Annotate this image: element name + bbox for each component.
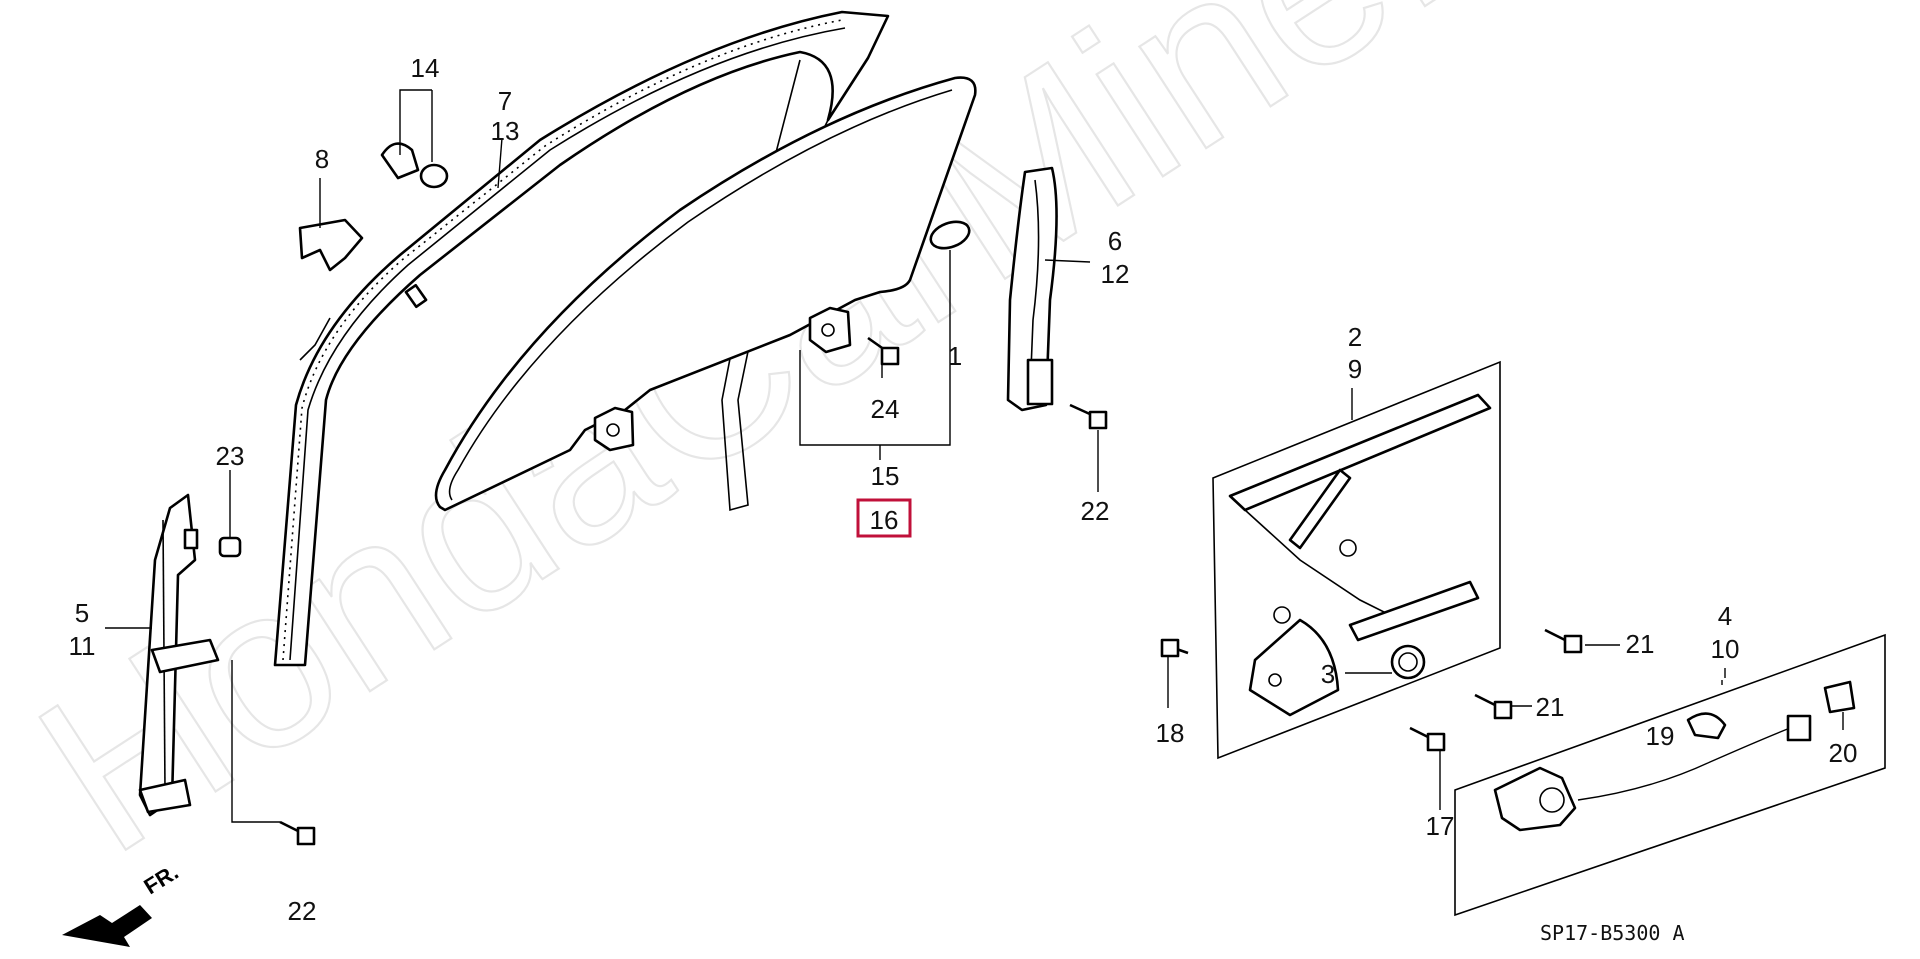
callout-8[interactable]: 8 xyxy=(315,144,329,174)
callout-22-lower[interactable]: 22 xyxy=(288,896,317,926)
callout-22-upper[interactable]: 22 xyxy=(1081,496,1110,526)
callout-21-lower[interactable]: 21 xyxy=(1536,692,1565,722)
bolt-illustrations xyxy=(218,336,1583,846)
spring-illustration xyxy=(1390,644,1426,680)
callout-6[interactable]: 6 xyxy=(1108,226,1122,256)
callout-3[interactable]: 3 xyxy=(1321,659,1335,689)
callout-13[interactable]: 13 xyxy=(491,116,520,146)
door-glass-illustration xyxy=(434,76,977,512)
callout-10[interactable]: 10 xyxy=(1711,634,1740,664)
callout-19[interactable]: 19 xyxy=(1646,721,1675,751)
callout-9[interactable]: 9 xyxy=(1348,354,1362,384)
callout-2[interactable]: 2 xyxy=(1348,322,1362,352)
callout-17[interactable]: 17 xyxy=(1426,811,1455,841)
callout-20[interactable]: 20 xyxy=(1829,738,1858,768)
callout-16[interactable]: 16 xyxy=(870,505,899,535)
regulator-motor-illustration xyxy=(1454,633,1886,917)
callout-12[interactable]: 12 xyxy=(1101,259,1130,289)
callout-21-upper[interactable]: 21 xyxy=(1626,629,1655,659)
highlight-box-16 xyxy=(856,498,912,538)
callout-11[interactable]: 11 xyxy=(69,631,96,661)
callout-1[interactable]: 1 xyxy=(948,341,962,371)
callout-18[interactable]: 18 xyxy=(1156,718,1185,748)
rear-channel-illustration xyxy=(1006,166,1058,412)
clip-and-cap-illustration xyxy=(380,142,449,189)
callout-labels: 14 7 13 8 1 24 15 16 6 12 22 2 9 23 5 11… xyxy=(69,53,1858,926)
callout-14[interactable]: 14 xyxy=(411,53,440,83)
front-run-channel-illustration xyxy=(138,493,220,817)
diagram-code: SP17-B5300 A xyxy=(1540,921,1685,945)
callout-24[interactable]: 24 xyxy=(871,394,900,424)
callout-15[interactable]: 15 xyxy=(871,461,900,491)
leader-lines xyxy=(105,89,1844,823)
window-regulator-illustration xyxy=(1212,360,1501,760)
callout-5[interactable]: 5 xyxy=(75,598,89,628)
callout-7[interactable]: 7 xyxy=(498,86,512,116)
callout-4[interactable]: 4 xyxy=(1718,601,1732,631)
callout-23[interactable]: 23 xyxy=(216,441,245,471)
holder-clip-illustration xyxy=(298,218,364,272)
